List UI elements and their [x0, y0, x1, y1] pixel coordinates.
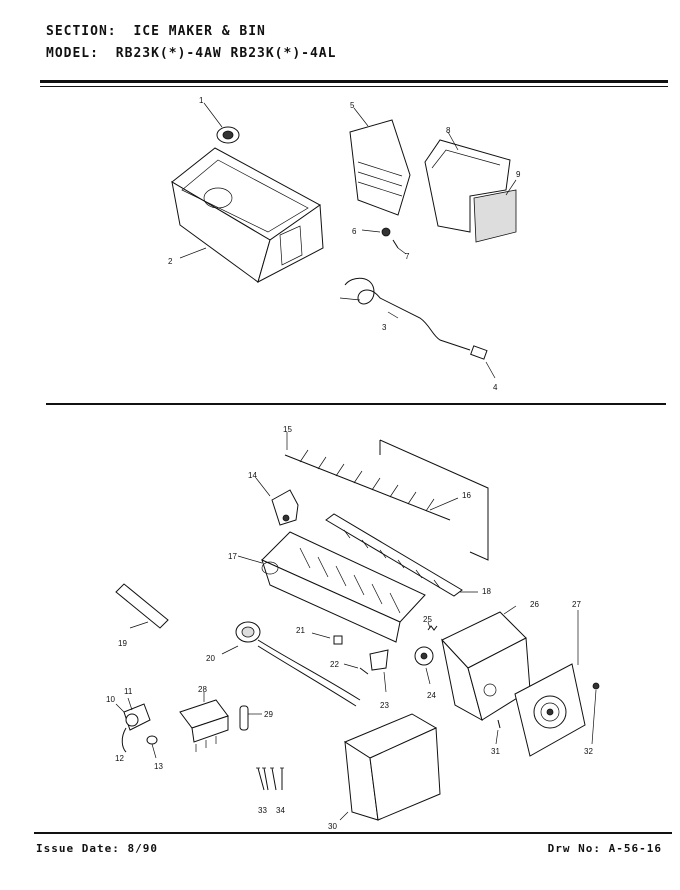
callout-5: 5 — [350, 101, 355, 110]
part-8-chute — [424, 131, 511, 233]
part-32-screw — [591, 682, 600, 745]
callout-27: 27 — [572, 600, 581, 609]
model-label: MODEL: — [46, 46, 99, 61]
part-4-connector — [470, 345, 496, 379]
part-1-knob — [203, 102, 240, 144]
callout-33: 33 — [258, 806, 267, 815]
part-28-switch — [179, 692, 229, 752]
callout-21: 21 — [296, 626, 305, 635]
callout-25: 25 — [423, 615, 432, 624]
callout-32: 32 — [584, 747, 593, 756]
callout-26: 26 — [530, 600, 539, 609]
callout-22: 22 — [330, 660, 339, 669]
callout-31: 31 — [491, 747, 500, 756]
section-title: SECTION: ICE MAKER & BIN — [46, 24, 266, 39]
part-3-harness — [339, 277, 471, 351]
callout-8: 8 — [446, 126, 451, 135]
callout-11: 11 — [124, 687, 133, 696]
section-divider — [46, 403, 666, 405]
callout-10: 10 — [106, 695, 115, 704]
callout-19: 19 — [118, 639, 127, 648]
callout-20: 20 — [206, 654, 215, 663]
header-rule-thin — [40, 86, 668, 87]
callout-15: 15 — [283, 425, 292, 434]
part-25-spring — [427, 621, 438, 631]
part-24-gear — [414, 646, 434, 685]
callout-16: 16 — [462, 491, 471, 500]
part-34-screws — [270, 767, 284, 791]
part-21-clip — [311, 632, 343, 645]
part-7-screw — [392, 239, 407, 255]
part-33-screws — [256, 767, 269, 791]
part-17-mold — [237, 531, 426, 643]
callout-7: 7 — [405, 252, 410, 261]
section-value: ICE MAKER & BIN — [133, 24, 266, 39]
callout-34: 34 — [276, 806, 285, 815]
callout-1: 1 — [199, 96, 204, 105]
footer-rule — [34, 832, 672, 834]
part-2-ice-bin — [171, 147, 324, 283]
part-18-stripper — [325, 513, 478, 597]
header-rule-thick — [40, 80, 668, 83]
part-23-bracket — [369, 649, 389, 693]
callout-labels: 1 2 3 4 5 6 7 8 9 10 11 12 13 14 15 16 1… — [106, 96, 593, 831]
callout-28: 28 — [198, 685, 207, 694]
part-31-screw — [495, 719, 501, 745]
section-label: SECTION: — [46, 24, 117, 39]
drawing-number: Drw No: A-56-16 — [547, 842, 662, 855]
callout-13: 13 — [154, 762, 163, 771]
part-19-heater — [115, 583, 169, 629]
part-6-nut — [361, 227, 391, 237]
callout-18: 18 — [482, 587, 491, 596]
part-9-gasket — [473, 179, 517, 243]
issue-date: Issue Date: 8/90 — [36, 842, 158, 855]
part-12-tube — [121, 727, 127, 753]
callout-2: 2 — [168, 257, 173, 266]
callout-12: 12 — [115, 754, 124, 763]
callout-17: 17 — [228, 552, 237, 561]
part-29-fuse — [239, 705, 262, 731]
callout-24: 24 — [427, 691, 436, 700]
part-20-fill-cup — [221, 621, 361, 707]
part-16-shield — [379, 439, 489, 561]
model-value: RB23K(*)-4AW RB23K(*)-4AL — [115, 46, 337, 61]
part-15-ejector — [284, 432, 451, 521]
callout-9: 9 — [516, 170, 521, 179]
callout-4: 4 — [493, 383, 498, 392]
part-22-screw — [343, 663, 369, 675]
callout-14: 14 — [248, 471, 257, 480]
model-title: MODEL: RB23K(*)-4AW RB23K(*)-4AL — [46, 46, 336, 61]
part-11-solenoid — [125, 697, 139, 727]
part-5-bracket — [349, 107, 411, 216]
callout-30: 30 — [328, 822, 337, 831]
callout-3: 3 — [382, 323, 387, 332]
callout-29: 29 — [264, 710, 273, 719]
part-27-motor-plate — [514, 610, 586, 757]
part-30-cover — [339, 713, 441, 821]
callout-23: 23 — [380, 701, 389, 710]
part-13-fitting — [146, 735, 158, 759]
callout-6: 6 — [352, 227, 357, 236]
part-14-bracket — [255, 477, 299, 526]
